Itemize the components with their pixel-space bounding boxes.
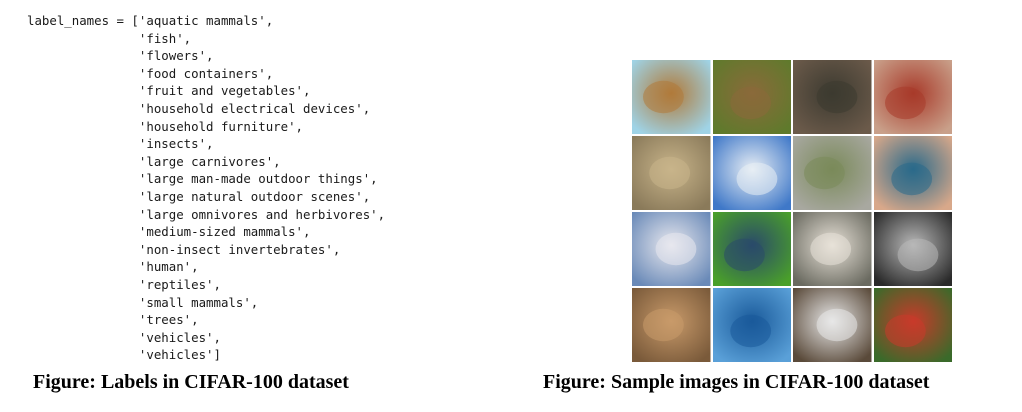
sample-image-squirrel bbox=[793, 136, 872, 210]
code-line: 'small mammals', bbox=[27, 294, 259, 310]
code-line: 'human', bbox=[27, 259, 199, 275]
sample-image-frog-on-leaves bbox=[712, 60, 791, 134]
labels-caption: Figure: Labels in CIFAR-100 dataset bbox=[33, 371, 349, 393]
sample-image-woman-red-shirt bbox=[873, 288, 952, 362]
code-line: 'large man-made outdoor things', bbox=[27, 171, 378, 187]
code-line: 'food containers', bbox=[27, 65, 274, 81]
sample-image-bear-closeup bbox=[632, 288, 711, 362]
sample-image-green-field-and-river bbox=[712, 212, 791, 286]
code-line: 'non-insect invertebrates', bbox=[27, 241, 341, 257]
code-line: 'reptiles', bbox=[27, 276, 221, 292]
code-line: 'household electrical devices', bbox=[27, 100, 371, 116]
code-line: 'vehicles', bbox=[27, 329, 221, 345]
sample-image-hedgehog bbox=[793, 60, 872, 134]
sample-image-leopard-on-sky bbox=[632, 60, 711, 134]
sample-image-raccoon bbox=[793, 212, 872, 286]
code-line: 'fruit and vegetables', bbox=[27, 83, 311, 99]
sample-image-ocean-horizon bbox=[712, 288, 791, 362]
code-line: label_names = ['aquatic mammals', bbox=[27, 13, 274, 28]
code-line: 'fish', bbox=[27, 30, 192, 46]
code-line: 'large natural outdoor scenes', bbox=[27, 188, 371, 204]
code-line: 'large carnivores', bbox=[27, 153, 281, 169]
sample-image-grid bbox=[632, 60, 952, 362]
sample-image-boy-portrait bbox=[873, 60, 952, 134]
code-line: 'insects', bbox=[27, 136, 214, 152]
code-line: 'trees', bbox=[27, 312, 199, 328]
sample-image-motorcycle bbox=[793, 288, 872, 362]
sample-image-lion bbox=[632, 136, 711, 210]
sample-image-lynx-in-snow bbox=[632, 212, 711, 286]
code-line: 'large omnivores and herbivores', bbox=[27, 206, 386, 222]
code-line: 'household furniture', bbox=[27, 118, 304, 134]
code-block: label_names = ['aquatic mammals', 'fish'… bbox=[27, 12, 385, 364]
sample-image-man-bw-portrait bbox=[873, 212, 952, 286]
code-line: 'medium-sized mammals', bbox=[27, 224, 311, 240]
code-line: 'flowers', bbox=[27, 48, 214, 64]
sample-image-girl-portrait bbox=[873, 136, 952, 210]
code-line: 'vehicles'] bbox=[27, 347, 221, 363]
samples-caption: Figure: Sample images in CIFAR-100 datas… bbox=[543, 371, 930, 393]
sample-image-snowy-mountains bbox=[712, 136, 791, 210]
